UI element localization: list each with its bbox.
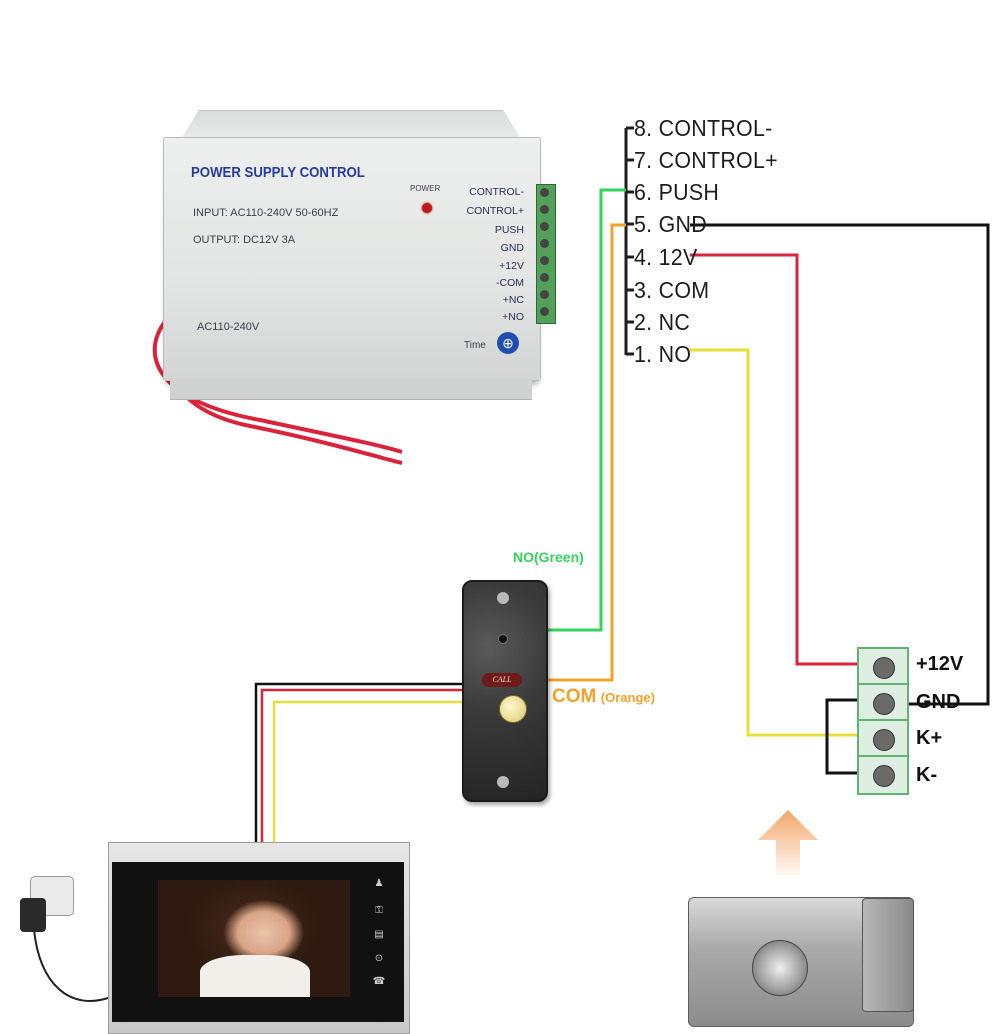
no-green-label: NO(Green): [513, 549, 584, 565]
unlock-icon: ⚿: [375, 905, 383, 916]
psu-terminal-block: [536, 184, 556, 324]
screw-icon: [540, 205, 549, 214]
screw-icon: [540, 188, 549, 197]
psu-terminal-label: +12V: [499, 260, 524, 272]
screw-icon: [873, 657, 895, 679]
psu-power-label: POWER: [410, 184, 441, 193]
lock-terminal-cell: [859, 685, 907, 721]
psu-ac-label: AC110-240V: [197, 321, 260, 333]
lock-terminal-label: GND: [916, 691, 961, 713]
pin-label: 8. CONTROL-: [634, 115, 773, 141]
phone-icon: ☎: [372, 976, 386, 987]
screw-icon: [873, 765, 895, 787]
pin-label: 2. NC: [634, 309, 691, 335]
psu-terminal-label: PUSH: [494, 224, 524, 236]
lock-terminal-cell: [859, 649, 907, 685]
com-orange-label: COM (Orange): [552, 686, 655, 708]
time-knob-icon: ⊕: [497, 332, 519, 354]
psu-terminal-label: GND: [500, 242, 524, 254]
call-plate: CALL: [482, 673, 522, 687]
pin-label: 3. COM: [634, 277, 710, 303]
monitor-screen-image: [200, 955, 310, 997]
wire-black-loop-left: [825, 698, 857, 775]
call-button: [499, 695, 527, 723]
pin-bracket: [624, 126, 634, 356]
pin-label: 1. NO: [634, 341, 692, 367]
camera-lens-icon: [498, 634, 508, 644]
pin-label: 4. 12V: [634, 244, 698, 270]
screw-icon: [540, 222, 549, 231]
psu-terminal-label: +NC: [502, 294, 524, 306]
screw-icon: [540, 256, 549, 265]
orange-label: (Orange): [600, 690, 655, 705]
wire-orange: [545, 223, 626, 682]
lock-terminal-cell: [859, 721, 907, 757]
psu-time-label: Time: [464, 340, 486, 351]
psu-ac-wire: [152, 316, 403, 454]
menu-icon: ▤: [374, 929, 384, 940]
door-screw-icon: [497, 592, 509, 604]
lock-cylinder-icon: [752, 940, 808, 996]
lock-terminal-label: K-: [916, 764, 938, 786]
psu-input-label: INPUT: AC110-240V 50-60HZ: [193, 207, 339, 219]
pin-label: 6. PUSH: [634, 179, 720, 205]
monitor-key-icon: ⊙: [374, 953, 384, 964]
lock-bolt: [862, 898, 914, 1012]
adapter-cord: [33, 929, 109, 1002]
wire-yellow-no: [690, 348, 857, 737]
wire-red-12v: [690, 253, 857, 666]
psu-title: POWER SUPPLY CONTROL: [191, 164, 365, 181]
screw-icon: [540, 273, 549, 282]
wire-green: [545, 188, 626, 632]
screw-icon: [873, 729, 895, 751]
door-screw-icon: [497, 776, 509, 788]
wire-black-gnd: [690, 223, 990, 706]
psu-output-label: OUTPUT: DC12V 3A: [193, 234, 296, 246]
screw-icon: [873, 693, 895, 715]
screw-icon: [540, 239, 549, 248]
screw-icon: [540, 290, 549, 299]
psu-bottom-plate: [170, 379, 532, 400]
door-station-camera: [462, 580, 548, 802]
lock-terminal-block: [857, 647, 909, 795]
monitor-cable: [254, 682, 462, 842]
psu-terminal-label: CONTROL+: [466, 205, 524, 217]
com-label: COM: [552, 686, 597, 707]
psu-terminal-label: CONTROL-: [469, 186, 524, 198]
pin-label: 5. GND: [634, 211, 707, 237]
pin-label: 7. CONTROL+: [634, 147, 778, 173]
psu-terminal-label: +NO: [502, 311, 524, 323]
lock-terminal-label: K+: [916, 727, 943, 749]
lock-terminal-cell: [859, 757, 907, 793]
psu-terminal-label: -COM: [496, 277, 524, 289]
up-arrow-icon: [758, 810, 818, 880]
power-led-icon: [422, 203, 432, 213]
user-icon: ♟: [374, 878, 384, 889]
lock-terminal-label: +12V: [916, 653, 964, 675]
power-adapter-icon: [20, 898, 46, 932]
screw-icon: [540, 307, 549, 316]
